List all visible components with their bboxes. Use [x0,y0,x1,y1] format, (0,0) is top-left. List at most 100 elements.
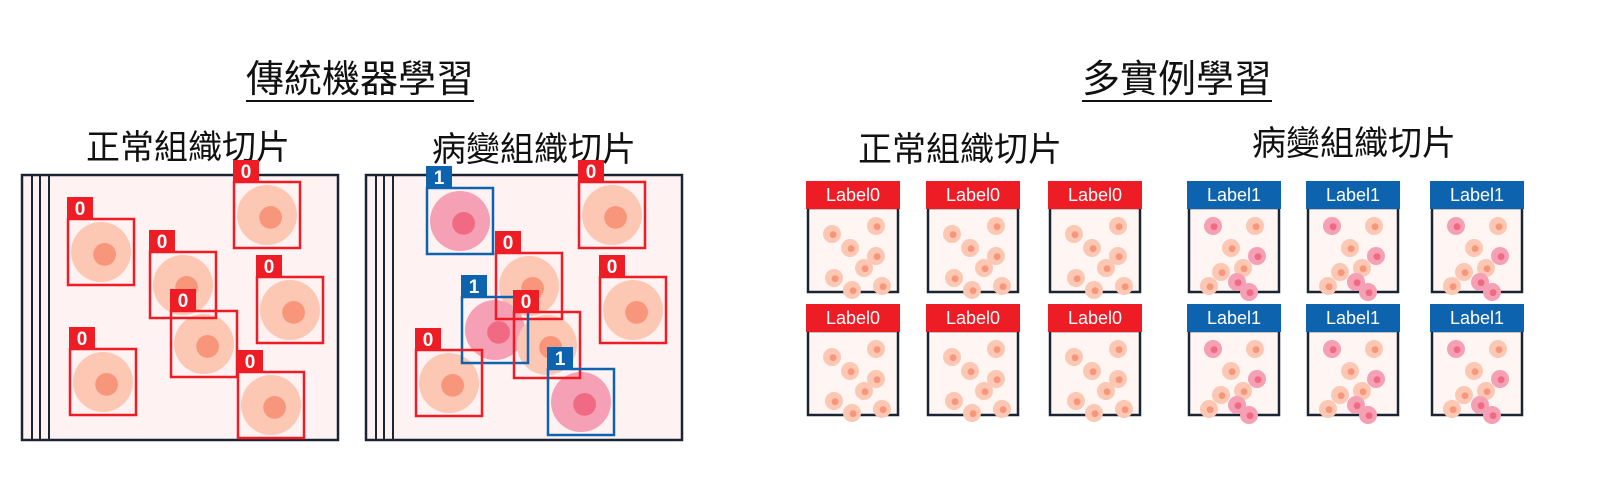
normal-cell [1083,362,1101,380]
normal-cell [1200,400,1218,418]
normal-cell [841,362,859,380]
lesion-cell [1447,340,1465,358]
cell-nucleus [967,245,975,253]
instance-label-tag [547,347,573,369]
bag-label-tag [1430,181,1524,209]
lesion-cell [1204,340,1222,358]
instance-label-text: 0 [245,352,256,373]
cell-nucleus [1471,245,1479,253]
cell-nucleus [847,245,855,253]
cell-nucleus [1089,245,1097,253]
cell-nucleus [1115,376,1123,384]
normal-cell [823,225,841,243]
instance-box: 0 [148,230,218,320]
normal-cell [1341,362,1359,380]
bag-label-tag [1187,181,1281,209]
normal-cell [825,392,843,410]
instance-box-border [68,347,138,417]
cell-nucleus [1228,368,1236,376]
cell-nucleus [1365,289,1373,297]
normal-cell [1097,259,1115,277]
normal-cell [975,259,993,277]
cell-nucleus [1483,388,1491,396]
normal-cell [1465,362,1483,380]
lesion-cell [1228,273,1246,291]
cell-nucleus [1453,346,1461,354]
instance-label-tag [461,275,487,297]
instance-box: 0 [68,327,138,417]
mil-lesion-bag: Label1 [1430,304,1524,424]
cell-nucleus [879,406,887,414]
cell-nucleus [861,388,869,396]
cell-nucleus [1489,412,1497,420]
normal-cell [1234,259,1252,277]
normal-cell [1477,382,1495,400]
normal-cell [943,225,961,243]
lesion-cell [1248,370,1266,388]
instance-label-tag [170,289,196,311]
normal-cell [603,280,663,340]
instance-label-text: 0 [503,233,514,254]
instance-label-tag [415,328,441,350]
normal-cell [945,269,963,287]
cell-nucleus [282,301,305,324]
instance-label-text: 0 [607,257,618,278]
lesion-cell [1323,217,1341,235]
cell-nucleus [95,373,118,396]
lesion-cell [1347,273,1365,291]
cell-nucleus [1483,265,1491,273]
instance-box: 0 [169,289,239,379]
cell-nucleus [831,275,839,283]
cell-nucleus [873,346,881,354]
cell-nucleus [829,231,837,239]
cell-nucleus [1353,279,1361,287]
instance-box-border [232,180,302,250]
cell-nucleus [1329,223,1337,231]
lesion-cell [1347,396,1365,414]
mil-lesion-bag: Label1 [1430,181,1524,301]
mil-title: 多實例學習 [1082,57,1273,101]
cell-nucleus [263,396,286,419]
cell-nucleus [999,406,1007,414]
cell-nucleus [849,410,857,418]
normal-cell [1109,247,1127,265]
normal-cell [1331,263,1349,281]
cell-nucleus [625,301,648,324]
cell-nucleus [1489,289,1497,297]
lesion-cell [1447,217,1465,235]
cell-nucleus [1103,265,1111,273]
normal-cell [1212,263,1230,281]
instance-box: 0 [66,197,136,287]
cell-nucleus [993,346,1001,354]
instance-label-text: 0 [77,329,88,350]
cell-nucleus [993,376,1001,384]
cell-nucleus [1121,283,1129,291]
cell-nucleus [1091,287,1099,295]
cell-nucleus [1461,392,1469,400]
cell-nucleus [1115,346,1123,354]
cell-nucleus [1337,269,1345,277]
lesion-cell [1359,283,1377,301]
cell-nucleus [829,354,837,362]
cell-nucleus [1246,412,1254,420]
bag-label-text: Label1 [1450,185,1504,205]
cell-nucleus [1254,376,1262,384]
cell-nucleus [452,212,475,235]
cell-nucleus [879,283,887,291]
cell-nucleus [1359,265,1367,273]
cell-nucleus [1089,368,1097,376]
bag-label-tag [806,181,900,209]
instance-label-text: 0 [423,330,434,351]
normal-cell [825,269,843,287]
instance-box-border [66,217,136,287]
normal-cell [1065,348,1083,366]
normal-cell [1455,263,1473,281]
lesion-cell [1240,406,1258,424]
cell-nucleus [969,287,977,295]
cell-nucleus [861,265,869,273]
mil-lesion-bag: Label1 [1306,304,1400,424]
lesion-cell [1323,340,1341,358]
normal-cell [1331,386,1349,404]
